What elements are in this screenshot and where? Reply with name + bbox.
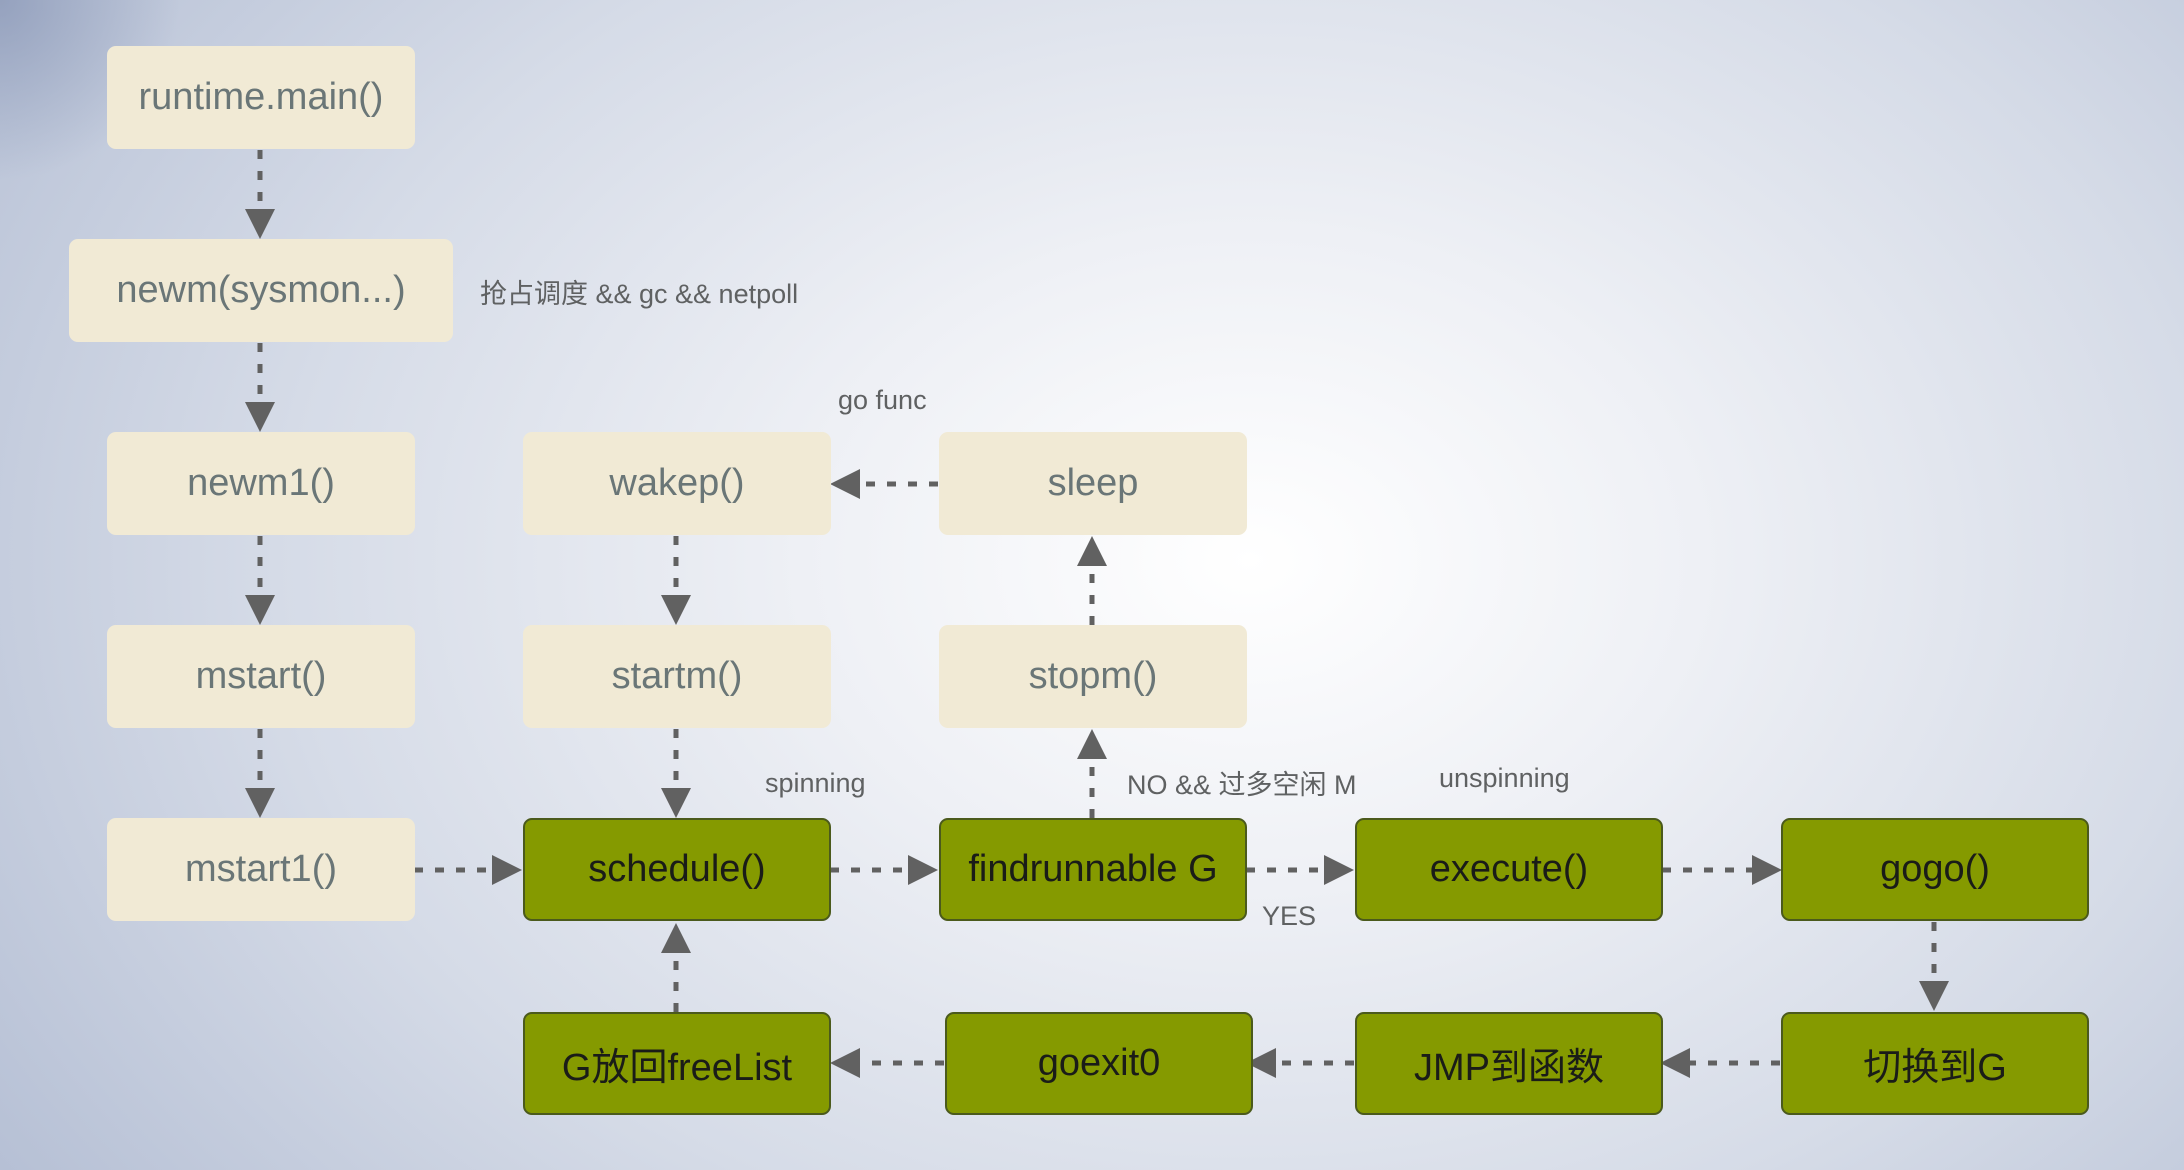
node-mstart: mstart() — [107, 625, 415, 728]
node-schedule: schedule() — [523, 818, 831, 921]
node-stopm: stopm() — [939, 625, 1247, 728]
label-yes: YES — [1262, 901, 1317, 931]
node-mstart1: mstart1() — [107, 818, 415, 921]
node-sleep: sleep — [939, 432, 1247, 535]
node-goexit0: goexit0 — [945, 1012, 1253, 1115]
label-no-idle: NO && 过多空闲 M — [1127, 770, 1357, 800]
node-findrunnable: findrunnable G — [939, 818, 1247, 921]
node-startm: startm() — [523, 625, 831, 728]
node-runtime-main: runtime.main() — [107, 46, 415, 149]
node-execute: execute() — [1355, 818, 1663, 921]
label-preempt: 抢占调度 && gc && netpoll — [480, 279, 799, 309]
label-go-func: go func — [838, 385, 927, 415]
label-unspinning: unspinning — [1439, 763, 1570, 793]
node-jmp: JMP到函数 — [1355, 1012, 1663, 1115]
node-switch-g: 切换到G — [1781, 1012, 2089, 1115]
label-spinning: spinning — [765, 768, 866, 798]
node-newm1: newm1() — [107, 432, 415, 535]
node-wakep: wakep() — [523, 432, 831, 535]
node-gogo: gogo() — [1781, 818, 2089, 921]
node-newm: newm(sysmon...) — [69, 239, 453, 342]
node-g-freelist: G放回freeList — [523, 1012, 831, 1115]
